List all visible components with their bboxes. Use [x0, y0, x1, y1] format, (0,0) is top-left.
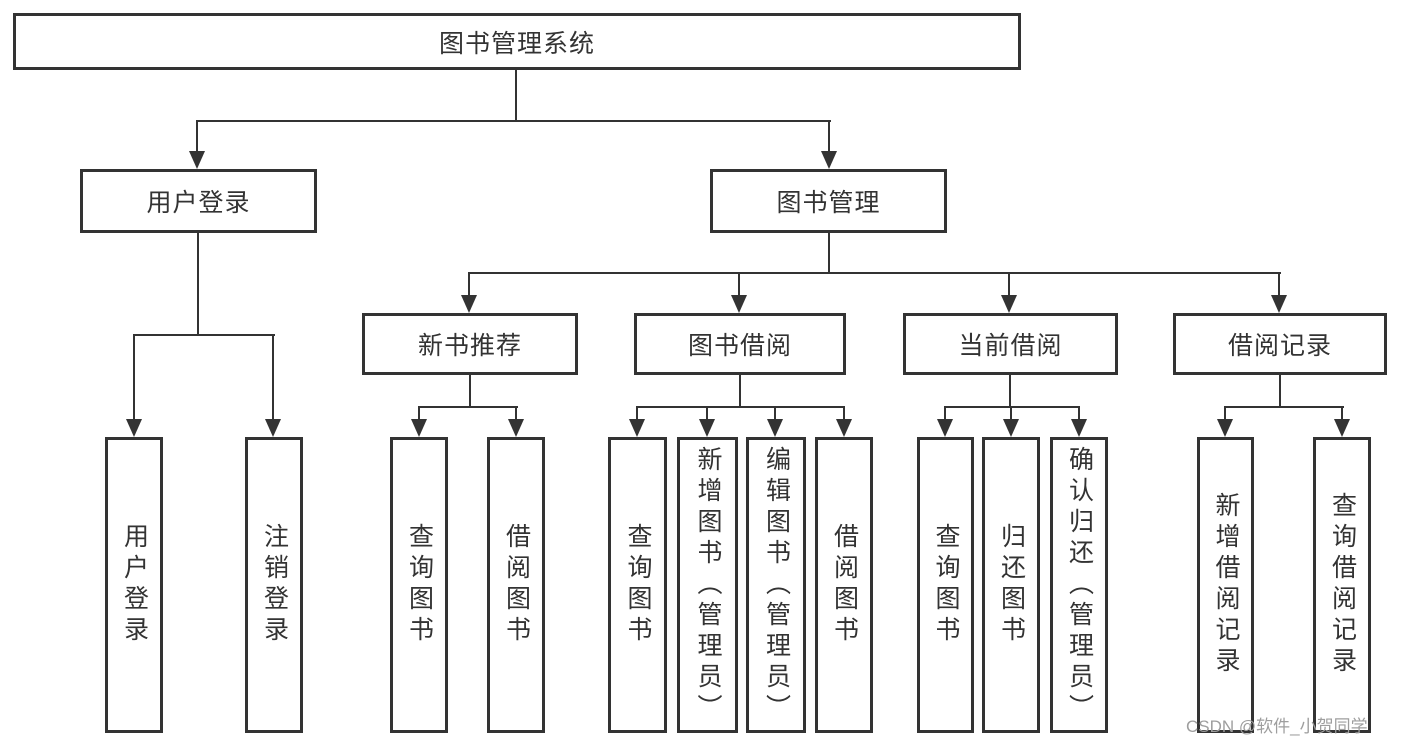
connector-vline	[1009, 375, 1011, 406]
arrow-down-icon	[508, 419, 524, 437]
connector-vline	[272, 334, 274, 422]
arrow-down-icon	[731, 295, 747, 313]
node-book-management: 图书管理	[710, 169, 947, 233]
connector-hline	[418, 406, 518, 408]
arrow-down-icon	[836, 419, 852, 437]
arrow-down-icon	[1003, 419, 1019, 437]
leaf-add-book-admin-label: 新增图书（管理员）	[694, 445, 722, 725]
node-book-borrowing-label: 图书借阅	[687, 332, 792, 360]
node-borrowing-records: 借阅记录	[1173, 313, 1387, 375]
connector-hline	[468, 272, 1281, 274]
leaf-borrow-books-recommend-label: 借阅图书	[502, 523, 531, 647]
arrow-down-icon	[411, 419, 427, 437]
leaf-return-books: 归还图书	[982, 437, 1040, 733]
leaf-add-book-admin: 新增图书（管理员）	[677, 437, 738, 733]
leaf-edit-book-admin-label: 编辑图书（管理员）	[762, 445, 791, 725]
leaf-query-books-borrowing: 查询图书	[608, 437, 667, 733]
connector-vline	[133, 334, 135, 422]
connector-vline	[1224, 406, 1226, 422]
node-user-login-label: 用户登录	[146, 189, 251, 217]
connector-vline	[706, 406, 708, 422]
connector-vline	[197, 233, 199, 334]
connector-vline	[739, 375, 741, 406]
leaf-borrow-books-borrowing-label: 借阅图书	[830, 523, 859, 647]
leaf-logout-label: 注销登录	[260, 523, 289, 647]
node-root-label: 图书管理系统	[438, 29, 595, 58]
leaf-borrow-books-recommend: 借阅图书	[487, 437, 545, 733]
leaf-query-borrow-record-label: 查询借阅记录	[1328, 492, 1357, 678]
connector-vline	[418, 406, 420, 422]
connector-vline	[1279, 375, 1281, 406]
node-current-borrowing: 当前借阅	[903, 313, 1118, 375]
connector-vline	[944, 406, 946, 422]
arrow-down-icon	[126, 419, 142, 437]
leaf-borrow-books-borrowing: 借阅图书	[815, 437, 873, 733]
node-user-login: 用户登录	[80, 169, 317, 233]
arrow-down-icon	[189, 151, 205, 169]
leaf-query-books-current-label: 查询图书	[932, 523, 960, 647]
arrow-down-icon	[1071, 419, 1087, 437]
connector-hline	[944, 406, 1080, 408]
connector-vline	[469, 375, 471, 406]
connector-vline	[1078, 406, 1080, 422]
leaf-query-books-recommend: 查询图书	[390, 437, 448, 733]
connector-vline	[828, 233, 830, 272]
connector-vline	[828, 120, 830, 154]
leaf-query-books-borrowing-label: 查询图书	[624, 523, 652, 647]
leaf-add-borrow-record-label: 新增借阅记录	[1212, 492, 1240, 678]
connector-vline	[1008, 272, 1010, 298]
node-borrowing-records-label: 借阅记录	[1227, 332, 1332, 360]
leaf-user-login: 用户登录	[105, 437, 163, 733]
leaf-logout: 注销登录	[245, 437, 303, 733]
node-new-book-recommend: 新书推荐	[362, 313, 578, 375]
connector-vline	[1341, 406, 1343, 422]
connector-vline	[515, 70, 517, 122]
arrow-down-icon	[1001, 295, 1017, 313]
connector-vline	[636, 406, 638, 422]
leaf-query-borrow-record: 查询借阅记录	[1313, 437, 1371, 733]
node-book-borrowing: 图书借阅	[634, 313, 846, 375]
leaf-confirm-return-admin-label: 确认归还（管理员）	[1065, 445, 1094, 725]
connector-vline	[1278, 272, 1280, 298]
connector-vline	[843, 406, 845, 422]
connector-hline	[1224, 406, 1344, 408]
arrow-down-icon	[1217, 419, 1233, 437]
csdn-watermark: CSDN @软件_小贺同学	[1186, 717, 1368, 736]
node-book-management-label: 图书管理	[776, 189, 881, 217]
arrow-down-icon	[1334, 419, 1350, 437]
node-new-book-recommend-label: 新书推荐	[417, 332, 522, 360]
leaf-user-login-label: 用户登录	[120, 523, 149, 647]
leaf-add-borrow-record: 新增借阅记录	[1197, 437, 1254, 733]
arrow-down-icon	[265, 419, 281, 437]
connector-hline	[636, 406, 845, 408]
connector-hline	[133, 334, 275, 336]
arrow-down-icon	[699, 419, 715, 437]
leaf-return-books-label: 归还图书	[997, 523, 1026, 647]
node-root: 图书管理系统	[13, 13, 1021, 70]
connector-vline	[468, 272, 470, 298]
leaf-confirm-return-admin: 确认归还（管理员）	[1050, 437, 1108, 733]
arrow-down-icon	[821, 151, 837, 169]
arrow-down-icon	[767, 419, 783, 437]
arrow-down-icon	[937, 419, 953, 437]
connector-hline	[196, 120, 831, 122]
connector-vline	[515, 406, 517, 422]
node-current-borrowing-label: 当前借阅	[958, 332, 1063, 360]
connector-vline	[1010, 406, 1012, 422]
leaf-query-books-recommend-label: 查询图书	[405, 523, 434, 647]
connector-vline	[774, 406, 776, 422]
arrow-down-icon	[1271, 295, 1287, 313]
leaf-query-books-current: 查询图书	[917, 437, 974, 733]
leaf-edit-book-admin: 编辑图书（管理员）	[746, 437, 806, 733]
arrow-down-icon	[461, 295, 477, 313]
arrow-down-icon	[629, 419, 645, 437]
connector-vline	[196, 120, 198, 154]
connector-vline	[738, 272, 740, 298]
